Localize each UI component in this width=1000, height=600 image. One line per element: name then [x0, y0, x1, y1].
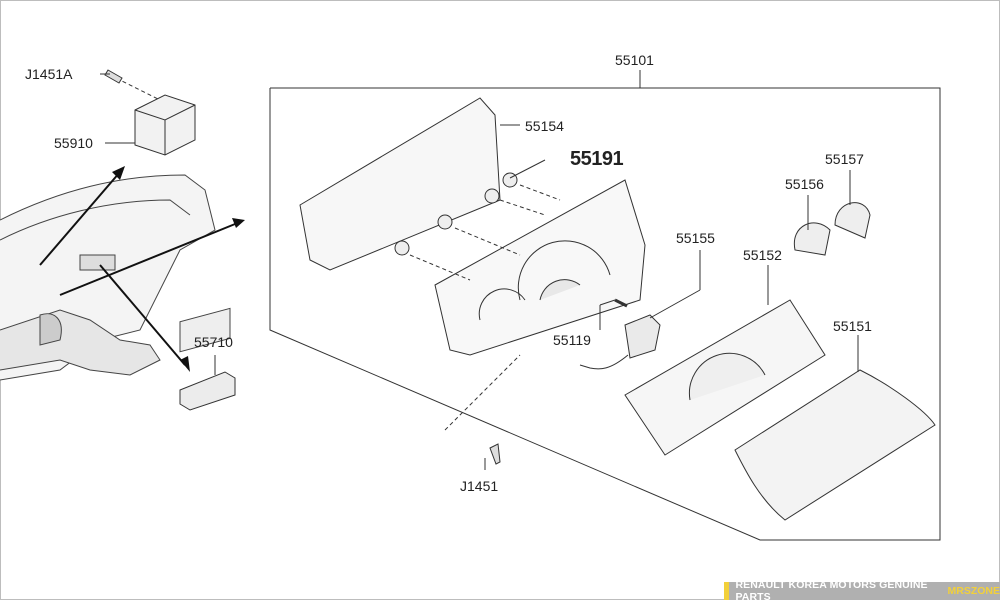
part-55151-illustration — [734, 369, 936, 521]
label-j1451a: J1451A — [25, 66, 73, 82]
label-55157: 55157 — [825, 151, 864, 167]
label-55710: 55710 — [194, 334, 233, 350]
footer-accent-bar — [724, 582, 730, 600]
label-55191: 55191 — [570, 148, 624, 170]
label-55152: 55152 — [743, 247, 782, 263]
watermark-footer: RENAULT KOREA MOTORS GENUINE PARTS MRSZO… — [724, 579, 1000, 600]
dashboard-illustration — [0, 174, 231, 381]
label-55154: 55154 — [525, 118, 564, 134]
part-55155-illustration — [579, 298, 661, 370]
part-55157-illustration — [834, 202, 871, 239]
footer-text: RENAULT KOREA MOTORS GENUINE PARTS — [735, 579, 928, 600]
part-55710-illustration — [179, 371, 236, 411]
part-55156-illustration — [793, 222, 831, 256]
label-55155: 55155 — [676, 230, 715, 246]
footer-brand: MRSZONE — [947, 585, 1000, 597]
label-j1451: J1451 — [460, 478, 499, 494]
label-55101: 55101 — [615, 52, 654, 68]
label-55119: 55119 — [553, 332, 591, 348]
label-55910: 55910 — [54, 135, 93, 151]
label-55151: 55151 — [833, 318, 872, 334]
part-55191-illustration — [394, 172, 646, 356]
label-55156: 55156 — [785, 176, 824, 192]
part-55910-illustration — [104, 69, 196, 156]
